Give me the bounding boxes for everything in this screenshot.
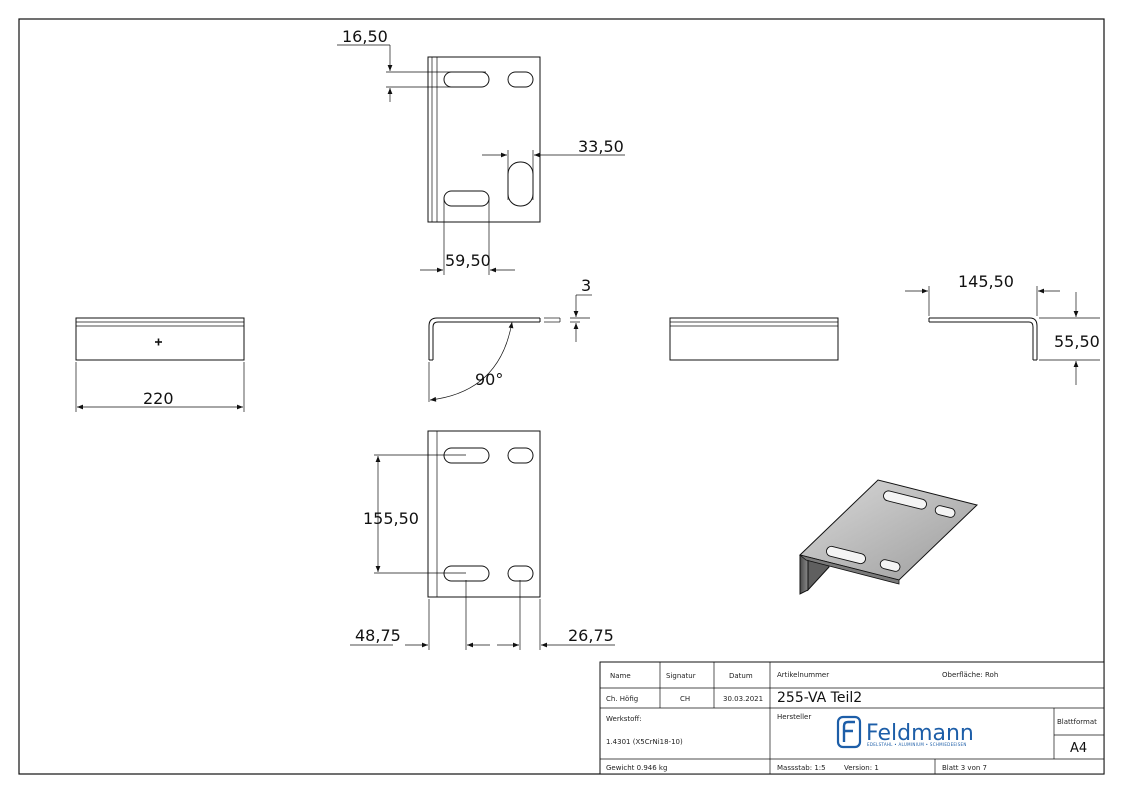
bottom-view: 155,50 48,75 26,75 (350, 430, 615, 650)
datum-label: Datum (729, 672, 753, 680)
side-elevation-outline (669, 317, 839, 361)
side-elevation (669, 317, 839, 361)
dim-145-50: 145,50 (958, 272, 1014, 291)
datum-value: 30.03.2021 (723, 695, 763, 703)
dim-155-50: 155,50 (363, 509, 419, 528)
blattformat-label: Blattformat (1057, 718, 1097, 726)
logo-tagline: EDELSTAHL • ALUMINIUM • SCHMIEDEEISEN (867, 742, 967, 747)
bottom-view-slot-4 (507, 565, 534, 582)
blattformat-value: A4 (1070, 741, 1087, 756)
dim-33-50: 33,50 (578, 137, 624, 156)
top-view: 16,50 33,50 59,50 (337, 27, 625, 275)
left-view: 220 (75, 317, 245, 412)
name-value: Ch. Höfig (606, 695, 638, 703)
dim-48-75: 48,75 (355, 626, 401, 645)
artikelnummer-value: 255-VA Teil2 (777, 690, 862, 706)
signatur-value: CH (680, 695, 690, 703)
isometric-view (799, 479, 978, 595)
dim-90-degree: 90° (475, 370, 503, 389)
gewicht-text: Gewicht 0.946 kg (606, 764, 667, 772)
bottom-view-slot-2 (507, 447, 534, 464)
signatur-label: Signatur (666, 672, 696, 680)
left-view-outline (75, 317, 245, 361)
sheet-border (18, 18, 1105, 775)
blatt-text: Blatt 3 von 7 (942, 764, 987, 772)
bottom-view-outline (427, 430, 541, 598)
bottom-view-slot-1 (443, 447, 490, 464)
oberflaeche-text: Oberfläche: Roh (942, 671, 998, 679)
artikelnummer-label: Artikelnummer (777, 671, 829, 679)
top-view-slot-3 (443, 190, 490, 207)
version-text: Version: 1 (844, 764, 879, 772)
top-view-slot-1 (443, 71, 490, 88)
dim-55-50: 55,50 (1054, 332, 1100, 351)
top-view-outline (427, 56, 541, 223)
front-view: 3 90° (428, 276, 592, 402)
top-view-slot-4 (507, 161, 534, 207)
dim-16-50: 16,50 (342, 27, 388, 46)
feldmann-logo: Feldmann EDELSTAHL • ALUMINIUM • SCHMIED… (836, 715, 974, 749)
right-view: 145,50 55,50 (905, 272, 1100, 385)
dim-220: 220 (143, 389, 174, 408)
dim-59-50: 59,50 (445, 251, 491, 270)
werkstoff-value: 1.4301 (X5CrNi18-10) (606, 738, 683, 746)
title-block: Name Signatur Datum Ch. Höfig CH 30.03.2… (599, 661, 1105, 775)
name-label: Name (610, 672, 631, 680)
top-view-slot-2 (507, 71, 534, 88)
dim-3: 3 (581, 276, 591, 295)
werkstoff-label: Werkstoff: (606, 715, 642, 723)
dim-26-75: 26,75 (568, 626, 614, 645)
massstab-text: Massstab: 1:5 (777, 764, 826, 772)
hersteller-label: Hersteller (777, 713, 811, 721)
bottom-view-slot-3 (443, 565, 490, 582)
logo-name: Feldmann (866, 721, 974, 746)
